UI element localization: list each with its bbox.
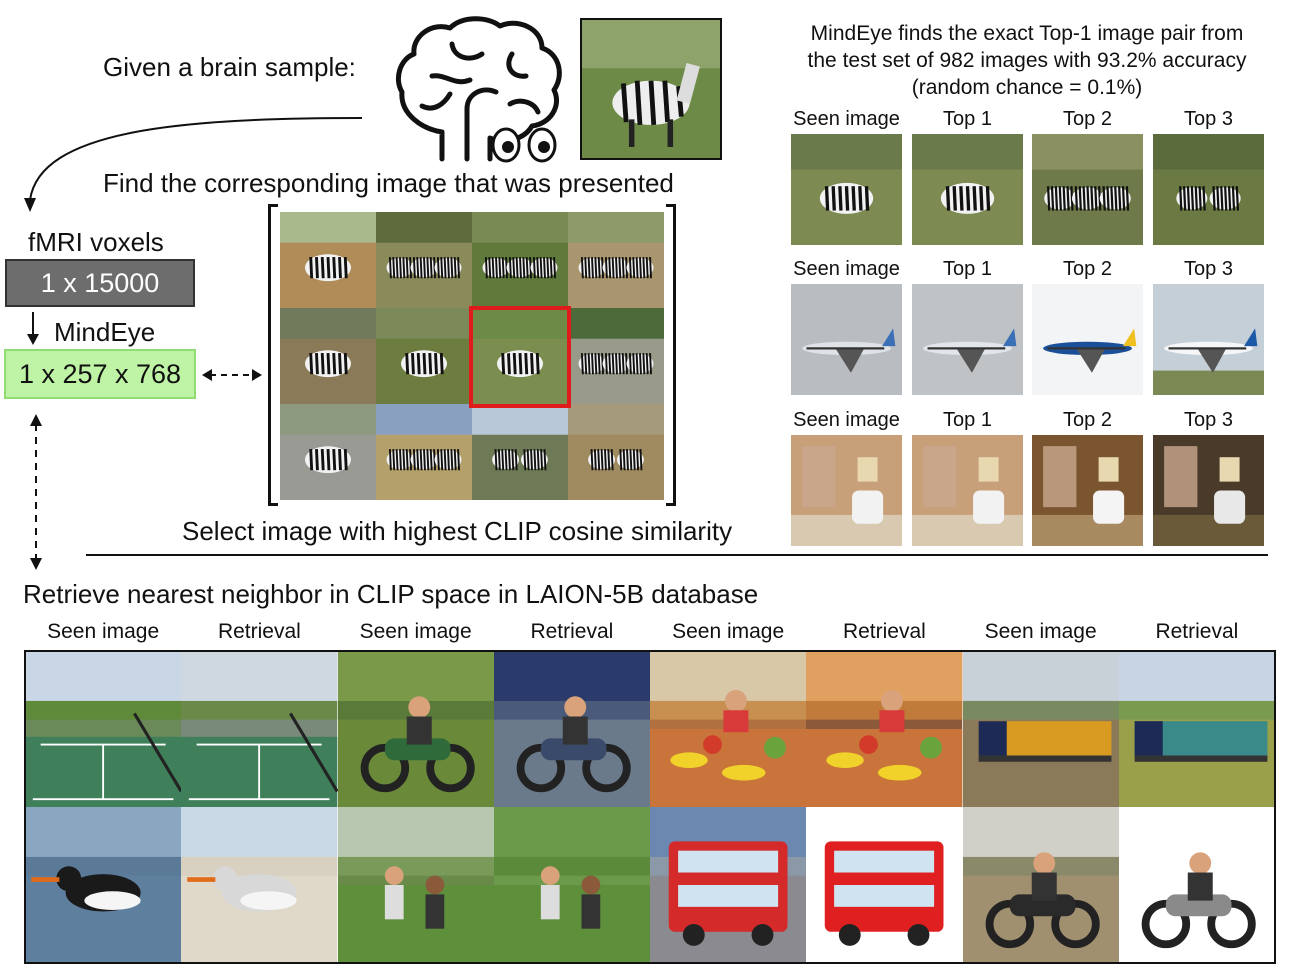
seen-image-header: Seen image [984,620,1097,643]
top-k-header: Top 3 [1184,108,1233,130]
candidate-image [568,308,664,404]
seen-image [337,807,494,963]
select-label: Select image with highest CLIP cosine si… [182,516,733,546]
seen-image-header: Seen image [672,620,785,643]
top-k-image [912,134,1023,245]
candidate-image [280,404,376,500]
grid-bracket-right [666,204,676,506]
top-k-header: Top 1 [943,409,992,431]
find-label: Find the corresponding image that was pr… [103,168,674,198]
grid-bracket-left [268,204,278,506]
accuracy-caption-line1: MindEye finds the exact Top-1 image pair… [810,22,1244,45]
candidate-image [280,212,376,308]
top-k-image [1153,284,1264,395]
fmri-label: fMRI voxels [28,227,164,257]
seen-image [791,134,902,245]
top-k-header: Top 3 [1184,258,1233,280]
voxel-box: 1 x 15000 [5,259,195,307]
accuracy-caption: MindEye finds the exact Top-1 image pair… [784,20,1270,101]
seen-image-header: Seen image [359,620,472,643]
top-k-image [912,435,1023,546]
candidate-image [568,212,664,308]
accuracy-caption-line2: the test set of 982 images with 93.2% ac… [807,49,1247,72]
retrieval-image [1118,651,1275,807]
dashed-double-arrow-icon [200,365,264,385]
seen-image [25,807,182,963]
given-zebra-image [580,18,722,160]
top-k-header: Top 1 [943,108,992,130]
candidate-image [472,212,568,308]
seen-image [650,651,807,807]
seen-image-header: Seen image [793,108,900,130]
top-k-header: Top 1 [943,258,992,280]
brain-icon [392,14,572,164]
candidate-image [280,308,376,404]
dashed-vertical-arrow-icon [26,412,46,572]
eyes-icon [486,124,560,164]
top-k-image [1153,435,1264,546]
retrieve-label: Retrieve nearest neighbor in CLIP space … [23,579,759,609]
top-k-header: Top 2 [1063,258,1112,280]
top-k-header: Top 3 [1184,409,1233,431]
candidate-image [568,404,664,500]
section-divider [86,554,1268,556]
candidate-image [472,308,568,404]
seen-image [337,651,494,807]
given-label: Given a brain sample: [103,52,356,82]
seen-image [791,435,902,546]
top-k-image [1032,134,1143,245]
seen-image-header: Seen image [47,620,160,643]
candidate-image [376,404,472,500]
seen-image-header: Seen image [793,409,900,431]
seen-image-header: Seen image [793,258,900,280]
flow-arrow-to-fmri [0,0,400,220]
down-arrow-icon [26,312,40,346]
retrieval-image [806,807,963,963]
retrieval-header: Retrieval [217,620,301,643]
retrieval-image [806,651,963,807]
top-k-image [1032,284,1143,395]
retrieval-header: Retrieval [530,620,614,643]
accuracy-caption-line3: (random chance = 0.1%) [911,76,1143,99]
top-k-header: Top 2 [1063,409,1112,431]
seen-image [962,807,1119,963]
retrieval-image [181,651,338,807]
seen-image [650,807,807,963]
seen-image [25,651,182,807]
seen-image [791,284,902,395]
top-k-image [1153,134,1264,245]
retrieval-header: Retrieval [842,620,926,643]
retrieval-image [1118,807,1275,963]
candidate-image [472,404,568,500]
top-k-image [1032,435,1143,546]
model-label: MindEye [54,317,156,347]
seen-image [962,651,1119,807]
retrieval-image [493,651,650,807]
candidate-image [376,308,472,404]
top-k-header: Top 2 [1063,108,1112,130]
selected-candidate-highlight [469,306,571,408]
candidate-image [376,212,472,308]
top-k-image [912,284,1023,395]
retrieval-image [181,807,338,963]
retrieval-image [493,807,650,963]
retrieval-header: Retrieval [1155,620,1239,643]
embed-box: 1 x 257 x 768 [4,349,196,399]
